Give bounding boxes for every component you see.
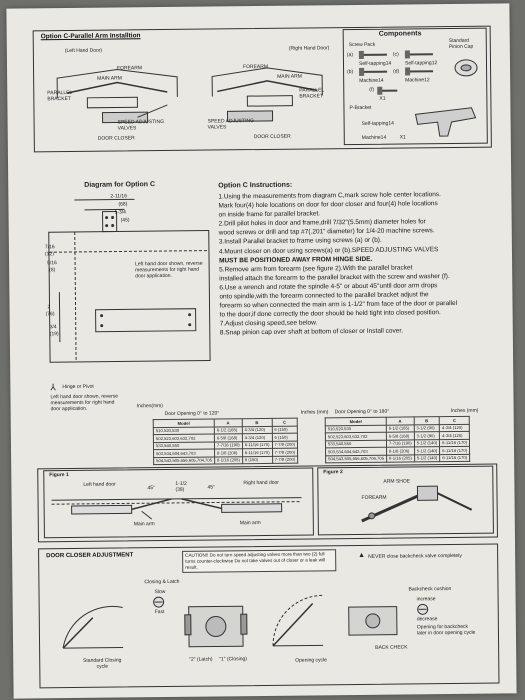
door-closer-label-right: DOOR CLOSER <box>253 133 291 141</box>
forearm-label-left: FOREARM <box>117 65 143 72</box>
speed-valves-label-right: SPEED ADJUSTING VALVES <box>207 118 255 131</box>
speed-valve-icon <box>153 596 165 608</box>
main-arm-label-right: MAIN ARM <box>277 73 302 80</box>
opening-backcheck-note: Opening for backcheck later in door open… <box>416 623 476 637</box>
diagram-note-right: Left hand door shown, reverse measuremen… <box>135 260 203 280</box>
parallel-bracket-label-right: PARALLEL BRACKET <box>299 87 325 100</box>
table-cell: 6 (150) <box>242 455 273 464</box>
p-item-1: Self-tapping14 <box>361 120 394 127</box>
inches-mm-label: Inches(mm) <box>136 403 164 410</box>
opening-cycle-drawing <box>272 594 324 647</box>
diagram-note-left: Left hand door shown, reverse measuremen… <box>50 393 119 413</box>
door-closer-label-left: DOOR CLOSER <box>97 135 135 142</box>
instruction-line: 8.Snap pinion cap over shaft at bottom o… <box>219 327 404 337</box>
pinion-cap-label: Standard Pinion Cap <box>448 37 474 51</box>
pinion-cap-icon <box>454 59 478 77</box>
instructions-body: 1.Using the measurements from diagram C,… <box>218 189 504 337</box>
dim-1-3-4: 1-3/4 <box>114 209 126 216</box>
dim-5-16: 5/16 <box>47 260 57 267</box>
caution-box: CAUTION!! Do not turn speed adjusting va… <box>182 549 337 573</box>
back-check-label: BACK CHECK <box>375 644 408 651</box>
table-cell: 5-1/2 (140) <box>414 454 440 462</box>
table-cell: 8-1/16 (205) <box>386 454 415 463</box>
dim-45: (45) <box>120 217 130 224</box>
instruction-sheet: Option C-Parallel Arm Installtion (Left … <box>6 3 517 699</box>
table1-units: Inches (mm) <box>300 409 329 416</box>
closing-label: "1" (Closing) <box>219 656 247 663</box>
p-bracket-label: P-Bracket <box>349 104 372 112</box>
hinge-label: Hinge or Pivot <box>62 383 94 391</box>
option-c-title: Option C-Parallel Arm Installtion <box>40 32 141 41</box>
adjustment-title: DOOR CLOSER ADJUSTMENT <box>46 552 134 560</box>
forearm-label-right: FOREARM <box>242 63 269 71</box>
dim-3-4: 3/4 <box>49 324 57 331</box>
figure1-right-door: Right hand door <box>243 479 280 487</box>
figure2-title: Figure 2 <box>323 469 343 476</box>
dim-76: (76) <box>45 311 55 318</box>
latch-label: "2" (Latch) <box>189 656 213 663</box>
warning-icon: ▲ <box>358 551 366 559</box>
backcheck-valve-icon <box>417 603 429 615</box>
p-bracket-drawing <box>414 107 477 137</box>
closer-body-drawing <box>184 605 248 648</box>
figure1-title: Figure 1 <box>49 472 69 479</box>
p-item-2: Machine14 <box>361 134 387 141</box>
dim-19: (19) <box>49 331 59 338</box>
speed-valves-label-left: SPEED ADJUSTING VALVES <box>117 119 165 132</box>
diagram-title: Diagram for Option C <box>84 181 156 189</box>
screw-a-letter: (a) <box>346 52 354 59</box>
screw-icons <box>358 50 434 95</box>
backcheck-cushion-label: Backcheck cushion <box>408 586 452 593</box>
main-arm-label-left: MAIN ARM <box>97 75 122 82</box>
table-cell: 504,543,505,656,605,704,705 <box>325 454 387 463</box>
closing-latch-label: Closing & Latch <box>144 578 180 586</box>
table1-caption: Door Opening 0° to 120° <box>164 410 220 418</box>
p-item-3: X1 <box>399 134 406 141</box>
table2-caption: Door Opening 0° to 180° <box>334 408 390 416</box>
hinge-icon: ⅄ <box>50 382 56 393</box>
table-cell: 504,543,505,656,605,704,705 <box>153 456 215 465</box>
top-left-arm-drawing <box>56 68 178 124</box>
dim-2-11-16: 2-11/16 <box>110 193 127 200</box>
fast-label: Fast <box>154 609 165 616</box>
never-note: NEVER close backcheck valve completely <box>368 552 462 560</box>
dim-7-16: 7/16 <box>44 244 55 251</box>
right-hand-door-label: (Right Hand Door) <box>288 45 330 52</box>
decrease-label: decrease <box>416 616 438 623</box>
top-right-arm-drawing <box>211 67 323 122</box>
components-title: Components <box>378 30 422 38</box>
screw-pack-label: Screw Pack <box>348 41 376 49</box>
left-hand-door-label: (Left Hand Door) <box>64 47 103 55</box>
figure2-drawing <box>361 485 473 523</box>
figure1-drawing <box>51 497 302 520</box>
table-cell: 6-11/16 (170) <box>439 453 470 462</box>
standard-closing-cycle-drawing <box>62 605 124 649</box>
standard-cycle-label: Standard Closing cycle <box>83 657 122 670</box>
instructions-title: Option C Instructions: <box>218 181 293 190</box>
table-cell: 8-1/16 (205) <box>214 456 243 464</box>
caution-text: CAUTION!! Do not turn speed adjusting va… <box>185 551 326 570</box>
back-check-drawing <box>348 606 398 636</box>
dim-68: (68) <box>118 201 128 208</box>
diagram-c-drawing <box>48 198 211 363</box>
table2-units: Inches (mm) <box>450 407 479 415</box>
dim-2: 2 <box>47 304 51 311</box>
opening-cycle-label: Opening cycle <box>295 657 327 664</box>
parallel-bracket-label-left: PARALLEL BRACKET <box>47 89 73 103</box>
dim-8: (8) <box>49 267 56 274</box>
dim-12: (12) <box>44 251 54 258</box>
screw-b-letter: (b) <box>347 69 354 76</box>
table-cell: 7-7/8 (200) <box>272 455 298 464</box>
figure1-left-door: Left hand door <box>83 481 116 488</box>
